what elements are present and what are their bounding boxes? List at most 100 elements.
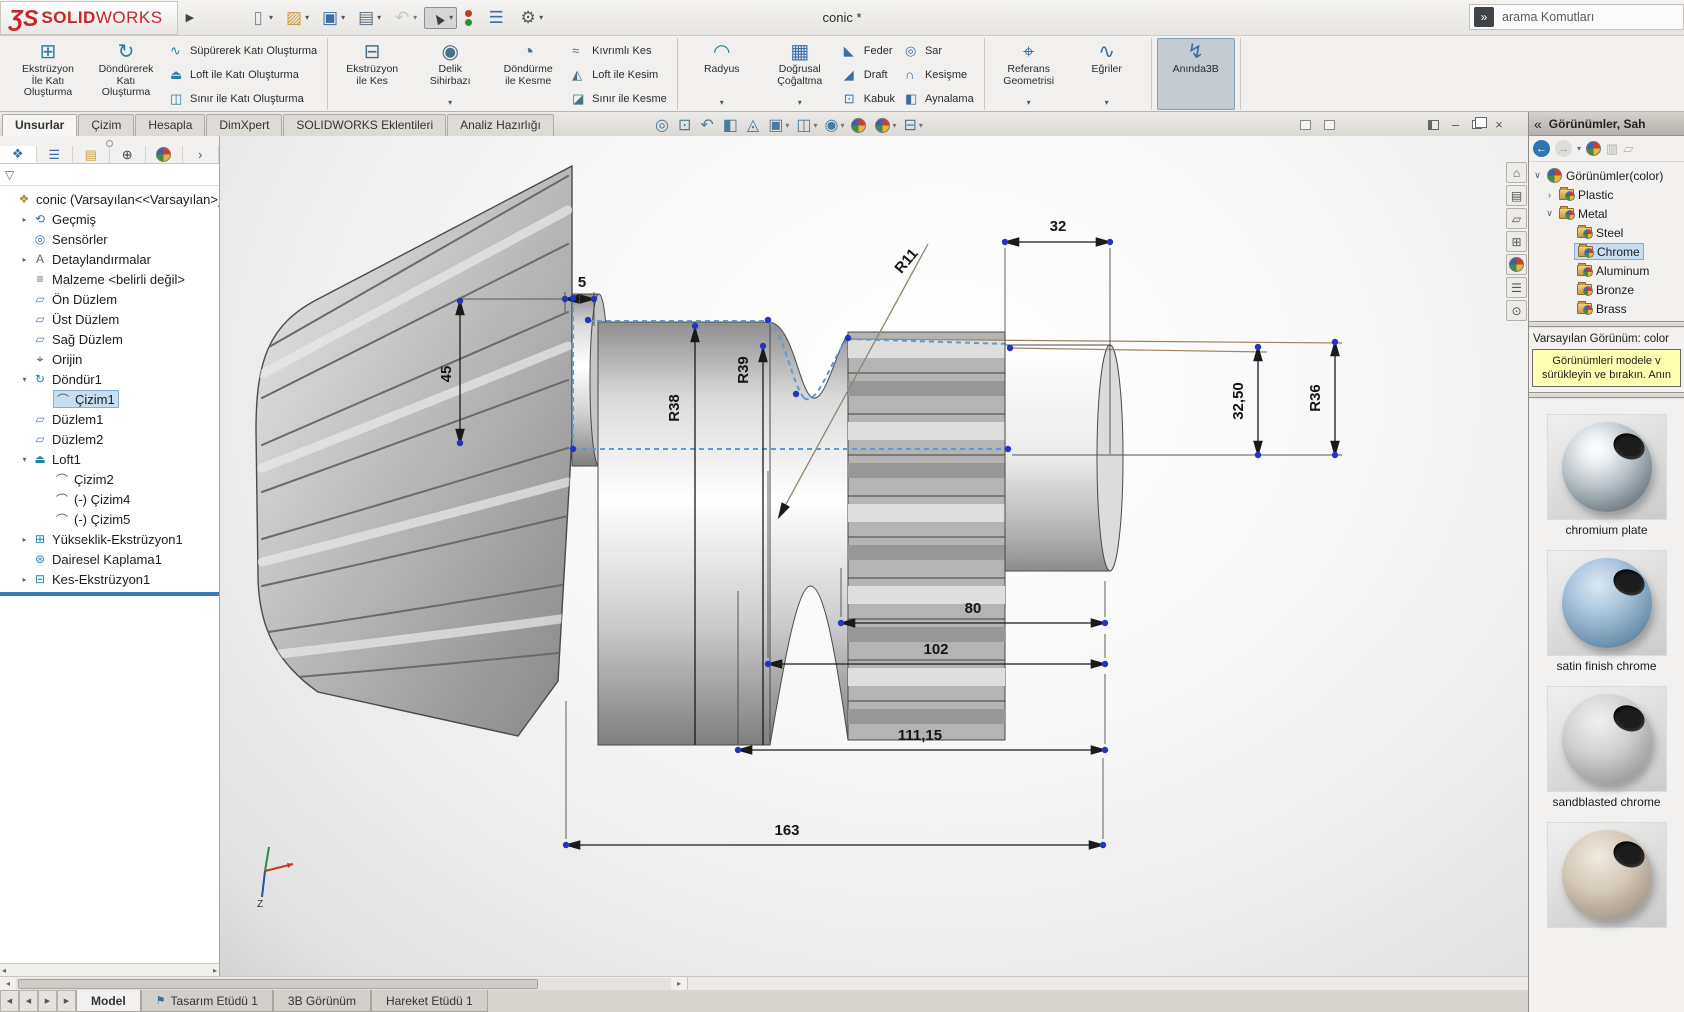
appearance-folder-bronze[interactable]: Bronze [1561, 280, 1684, 299]
tab-dimxpert[interactable]: DimXpert [206, 114, 283, 136]
tab-analiz-hazirligi[interactable]: Analiz Hazırlığı [447, 114, 554, 136]
tree-item-plane1[interactable]: ▱ Düzlem1 [18, 409, 219, 429]
minimize-window-icon[interactable]: – [1452, 117, 1460, 132]
appearance-folder-brass[interactable]: Brass [1561, 299, 1684, 318]
tab-hesapla[interactable]: Hesapla [135, 114, 206, 136]
tree-expander-icon[interactable]: ▸ [22, 254, 27, 264]
appearance-folder-aluminum[interactable]: Aluminum [1561, 261, 1684, 280]
chevron-down-icon[interactable]: ▾ [341, 13, 346, 22]
tree-expander-icon[interactable]: ▾ [22, 374, 27, 384]
expand-tabs-arrow[interactable]: › [183, 146, 219, 163]
appearance-thumb-sandblasted-chrome[interactable]: sandblasted chrome [1546, 686, 1667, 810]
new-document-button[interactable]: ▯ ▾ [253, 7, 274, 27]
panel-splitter-handle[interactable] [106, 140, 113, 147]
tab-unsurlar[interactable]: Unsurlar [2, 114, 78, 136]
save-button[interactable]: ▣ ▾ [322, 7, 346, 27]
tree-item-sensors[interactable]: ◎ Sensörler [18, 229, 219, 249]
doc-tab-model[interactable]: Model [76, 990, 141, 1012]
tree-item-loft1[interactable]: ▾ ⏏ Loft1 [18, 449, 219, 469]
chevron-down-icon[interactable]: ▾ [813, 120, 818, 130]
shell-button[interactable]: ⊡Kabuk [839, 86, 900, 110]
revolve-cut-button[interactable]: ◔Döndürme ile Kesme [489, 38, 567, 110]
tree-expander-icon[interactable]: ∨ [1546, 208, 1553, 218]
tree-expander-icon[interactable]: ∨ [1534, 170, 1541, 180]
chevron-down-icon[interactable]: ▾ [1104, 97, 1109, 107]
appearances-scenes-icon[interactable] [1506, 254, 1527, 275]
wrap-button[interactable]: ◎Sar [900, 38, 979, 62]
tree-item-origin[interactable]: ⌖ Orijin [18, 349, 219, 369]
chevron-down-icon[interactable]: ▾ [840, 120, 845, 130]
chevron-down-icon[interactable]: ▾ [448, 97, 453, 107]
tree-item-circular-pattern1[interactable]: ⊛ Dairesel Kaplama1 [18, 549, 219, 569]
collapse-pane-icon[interactable]: « [1534, 115, 1542, 132]
menu-expand-arrow[interactable]: ▶ [185, 12, 195, 24]
spline-section[interactable] [847, 331, 1006, 741]
hide-show-items-icon[interactable]: ◉ ▾ [824, 117, 845, 134]
tree-item-top-plane[interactable]: ▱ Üst Düzlem [18, 309, 219, 329]
hole-wizard-button[interactable]: ◉Delik Sihirbazı▾ [411, 38, 489, 110]
chevron-down-icon[interactable]: ▾ [269, 13, 274, 22]
select-button[interactable]: ▲ ▾ [424, 6, 458, 29]
view-palette-icon[interactable]: ⊞ [1506, 231, 1527, 252]
forward-icon[interactable]: → [1555, 140, 1572, 157]
rollback-bar[interactable] [0, 592, 219, 596]
extrude-cut-button[interactable]: ⊟Ekstrüzyon ile Kes [333, 38, 411, 110]
tab-solidworks-eklentileri[interactable]: SOLIDWORKS Eklentileri [283, 114, 447, 136]
tree-item-sketch5[interactable]: ⌒ (-) Çizim5 [40, 509, 219, 529]
tree-item-sketch1[interactable]: ⌒ Çizim1 [40, 389, 219, 409]
doc-tab-hareket-etudu-1[interactable]: Hareket Etüdü 1 [370, 990, 488, 1012]
tree-expander-icon[interactable]: ▸ [22, 574, 27, 584]
tree-item-history[interactable]: ▸ ⟲ Geçmiş [18, 209, 219, 229]
reference-geometry-button[interactable]: ⌖Referans Geometrisi▾ [990, 38, 1068, 110]
apply-scene-icon[interactable]: ▾ [875, 117, 897, 133]
chevron-down-icon[interactable]: ▾ [539, 13, 544, 22]
undo-button[interactable]: ↶ ▾ [394, 7, 418, 27]
appearance-thumb-satin-finish-chrome[interactable]: satin finish chrome [1546, 550, 1667, 674]
loft-cut-button[interactable]: ◭Loft ile Kesim [567, 62, 672, 86]
settings-button[interactable]: ⚙ ▾ [520, 7, 544, 27]
next-tab-icon[interactable]: ▶ [38, 990, 57, 1012]
display-style-icon[interactable]: ◫ ▾ [796, 117, 818, 134]
curves-button[interactable]: ∿Eğriler▾ [1068, 38, 1146, 110]
print-button[interactable]: ▤ ▾ [358, 7, 382, 27]
zoom-fit-icon[interactable]: ◎ [655, 117, 669, 134]
pin-window-icon[interactable] [1428, 119, 1439, 130]
dimxpertmanager-tab[interactable]: ⊕ [110, 146, 146, 163]
pack-and-go-icon[interactable]: ▥ [1606, 140, 1619, 156]
instant3d-button[interactable]: ↯Anında3B [1156, 38, 1235, 110]
sweep-boss-button[interactable]: ∿Süpürerek Katı Oluşturma [165, 38, 322, 62]
tree-expander-icon[interactable]: ▸ [22, 214, 27, 224]
mirror-button[interactable]: ◧Aynalama [900, 86, 979, 110]
tree-item-annotations[interactable]: ▸ A Detaylandırmalar [18, 249, 219, 269]
tree-item-boss-extrude1[interactable]: ▸ ⊞ Yükseklik-Ekstrüzyon1 [18, 529, 219, 549]
displaymanager-tab[interactable] [146, 146, 183, 163]
draft-button[interactable]: ◢Draft [839, 62, 900, 86]
featuremanager-tab[interactable]: ❖ [0, 146, 37, 163]
shaft-body[interactable] [597, 321, 849, 746]
appearance-folder-chrome[interactable]: Chrome [1561, 242, 1684, 261]
sweep-cut-button[interactable]: ≈Kıvrımlı Kes [567, 38, 672, 62]
tree-item-right-plane[interactable]: ▱ Sağ Düzlem [18, 329, 219, 349]
chevron-down-icon[interactable]: ▾ [719, 97, 724, 107]
boundary-cut-button[interactable]: ◪Sınır ile Kesme [567, 86, 672, 110]
filter-icon[interactable]: ▽ [5, 167, 15, 182]
window-tile-icon[interactable] [1300, 120, 1311, 130]
options-list-button[interactable]: ☰ [488, 7, 504, 27]
sketch-profile[interactable] [572, 298, 1009, 450]
scroll-right-icon[interactable]: ▸ [676, 979, 681, 988]
appearance-folder-steel[interactable]: Steel [1561, 223, 1684, 242]
chevron-down-icon[interactable]: ▾ [785, 120, 790, 130]
prev-tab-icon[interactable]: ◀ [19, 990, 38, 1012]
linear-pattern-button[interactable]: ▦Doğrusal Çoğaltma▾ [761, 38, 839, 110]
scroll-left-icon[interactable]: ◂ [5, 979, 10, 988]
view-settings-icon[interactable]: ⊟ ▾ [903, 117, 923, 134]
edit-appearance-icon[interactable] [851, 117, 868, 133]
configurationmanager-tab[interactable]: ▤ [73, 146, 110, 163]
loft-boss-button[interactable]: ⏏Loft ile Katı Oluşturma [165, 62, 322, 86]
panel-scrollbar[interactable]: ◂▸ [0, 963, 219, 976]
horizontal-scrollbar[interactable]: ◂ ▸ [0, 976, 1528, 990]
custom-properties-icon[interactable]: ☰ [1506, 277, 1527, 298]
window-cascade-icon[interactable] [1324, 120, 1335, 130]
view-orientation-icon[interactable]: ▣ ▾ [768, 117, 790, 134]
